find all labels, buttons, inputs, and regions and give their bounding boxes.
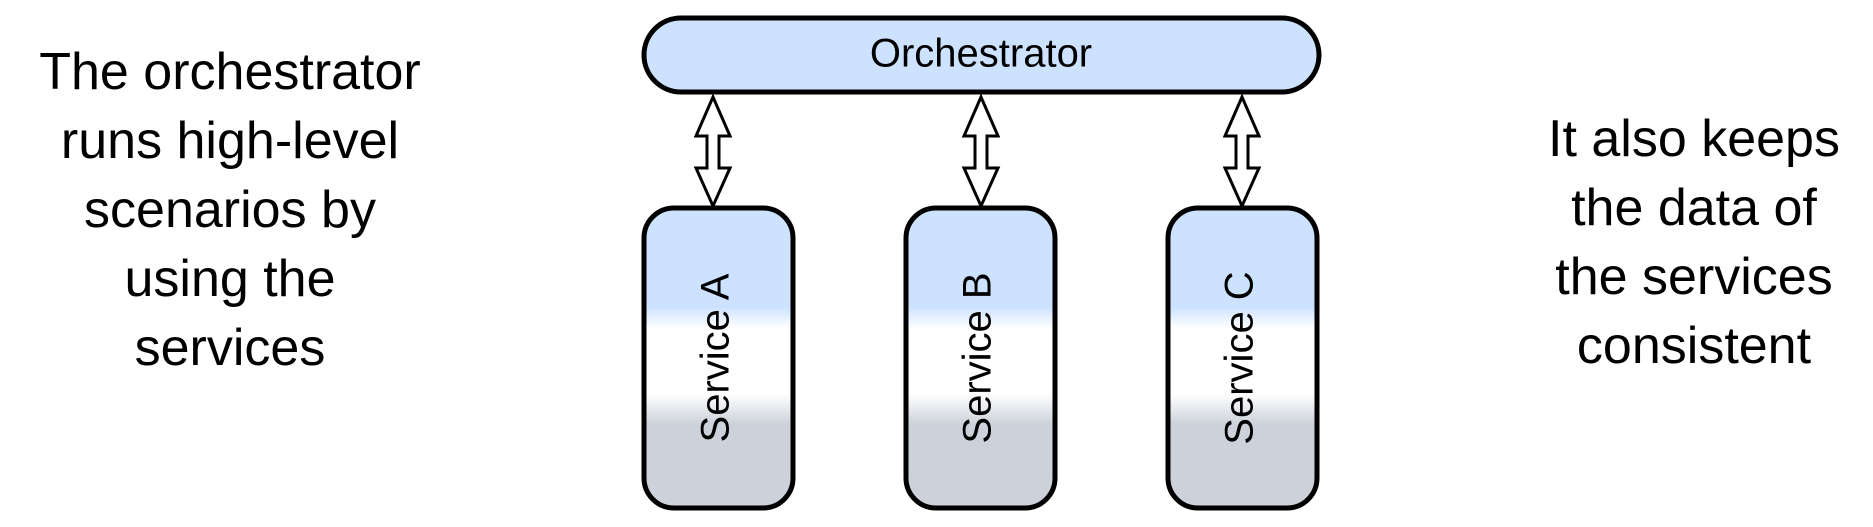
left-note-line: The orchestrator bbox=[39, 43, 421, 101]
orchestrator-box: Orchestrator bbox=[641, 15, 1322, 95]
service-b-box: Service B bbox=[903, 205, 1058, 511]
service-box-shape bbox=[903, 205, 1058, 511]
left-note-line: runs high-level bbox=[60, 112, 400, 170]
service-c-box: Service C bbox=[1165, 205, 1320, 511]
arrow-a bbox=[693, 93, 733, 210]
left-note-line: using the bbox=[124, 250, 336, 308]
service-a-label: Service A bbox=[694, 273, 738, 442]
right-note-line: consistent bbox=[1576, 317, 1812, 375]
left-note-line: services bbox=[134, 319, 326, 377]
service-a-box: Service A bbox=[641, 205, 796, 511]
double-arrow-icon bbox=[961, 93, 1001, 210]
right-note-line: the services bbox=[1555, 248, 1833, 306]
left-note: The orchestrator runs high-level scenari… bbox=[0, 38, 460, 383]
right-note: It also keeps the data of the services c… bbox=[1515, 105, 1873, 381]
orchestrator-box-shape bbox=[641, 15, 1322, 95]
double-arrow-icon bbox=[693, 93, 733, 210]
double-arrow-icon bbox=[1222, 93, 1262, 210]
left-note-line: scenarios by bbox=[84, 181, 376, 239]
orchestrator-label: Orchestrator bbox=[870, 32, 1092, 76]
service-box-shape bbox=[641, 205, 796, 511]
right-note-line: the data of bbox=[1571, 179, 1817, 237]
right-note-line: It also keeps bbox=[1548, 110, 1840, 168]
service-c-label: Service C bbox=[1218, 271, 1262, 444]
service-box-shape bbox=[1165, 205, 1320, 511]
arrow-c bbox=[1222, 93, 1262, 210]
service-b-label: Service B bbox=[956, 272, 1000, 443]
arrow-b bbox=[961, 93, 1001, 210]
